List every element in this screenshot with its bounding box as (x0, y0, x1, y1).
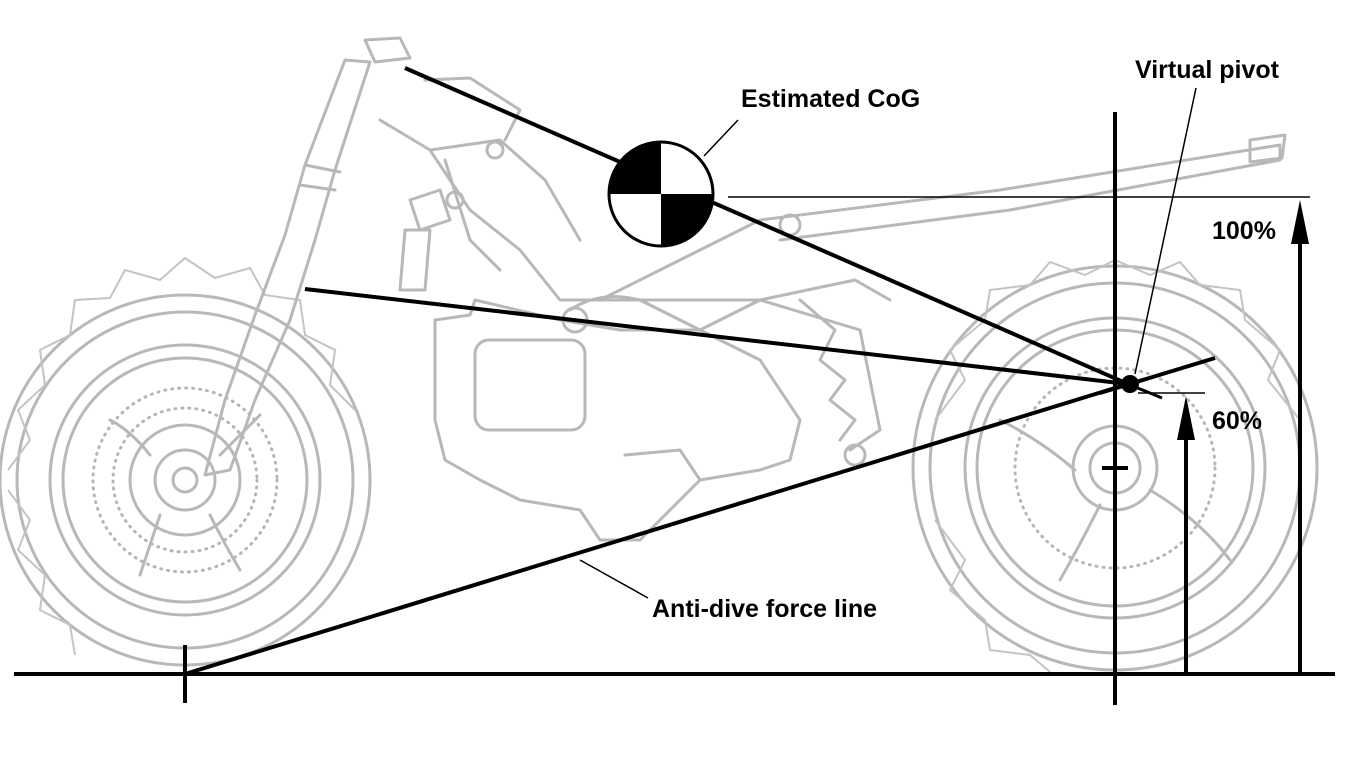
arrow-100-head (1291, 200, 1309, 244)
motorcycle-drawing (0, 36, 1319, 673)
cog-reference-line (404, 66, 1129, 386)
cog-symbol (607, 140, 715, 248)
cog-leader (703, 119, 739, 157)
anti-dive-force-line (184, 382, 1129, 676)
upper-link-line (304, 287, 1129, 386)
engine (398, 188, 802, 542)
front-forks (203, 36, 522, 477)
frame (378, 118, 1287, 467)
label-100-percent: 100% (1212, 217, 1276, 245)
virtual-pivot-point (1121, 375, 1139, 393)
label-estimated-cog: Estimated CoG (741, 85, 920, 113)
pivot-cross-line (1099, 356, 1216, 395)
label-virtual-pivot: Virtual pivot (1135, 56, 1280, 84)
arrow-60-head (1177, 396, 1195, 440)
front-wheel (0, 256, 372, 667)
label-anti-dive-force-line: Anti-dive force line (652, 595, 877, 623)
pivot-leader (1134, 87, 1197, 375)
force-line-leader (579, 559, 649, 599)
label-60-percent: 60% (1212, 407, 1262, 435)
geometry-overlay (14, 66, 1335, 705)
